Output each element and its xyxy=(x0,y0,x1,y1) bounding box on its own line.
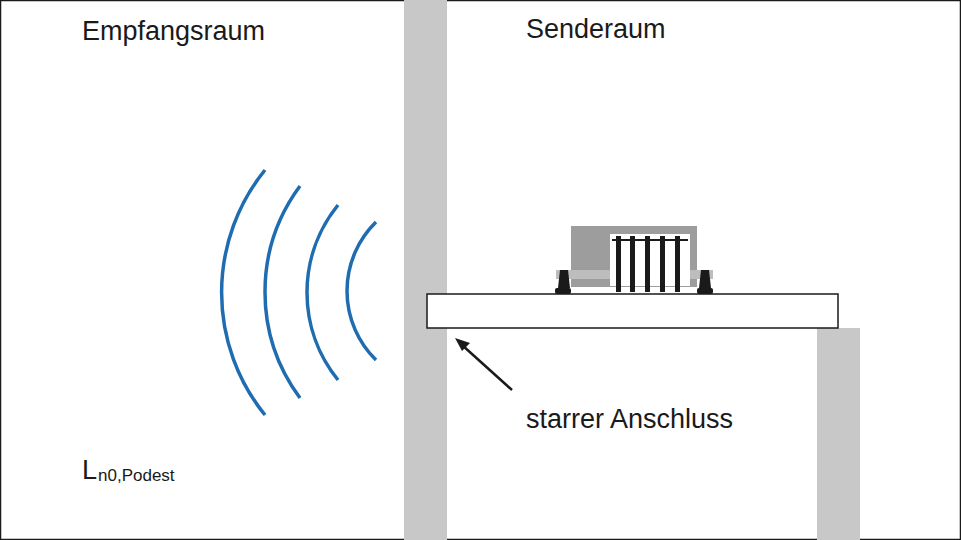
room-label: Senderaum xyxy=(526,16,666,43)
symbol-subscript: n0,Podest xyxy=(98,467,175,484)
support-wall xyxy=(817,328,860,540)
symbol-label: L xyxy=(82,457,97,484)
landing-slab xyxy=(427,294,838,328)
callout-label: starrer Anschluss xyxy=(526,406,733,433)
sound-waves xyxy=(222,170,376,415)
room-label: Empfangsraum xyxy=(82,18,265,45)
machine xyxy=(555,226,713,294)
wall xyxy=(404,0,447,540)
leader-arrow xyxy=(455,338,512,390)
